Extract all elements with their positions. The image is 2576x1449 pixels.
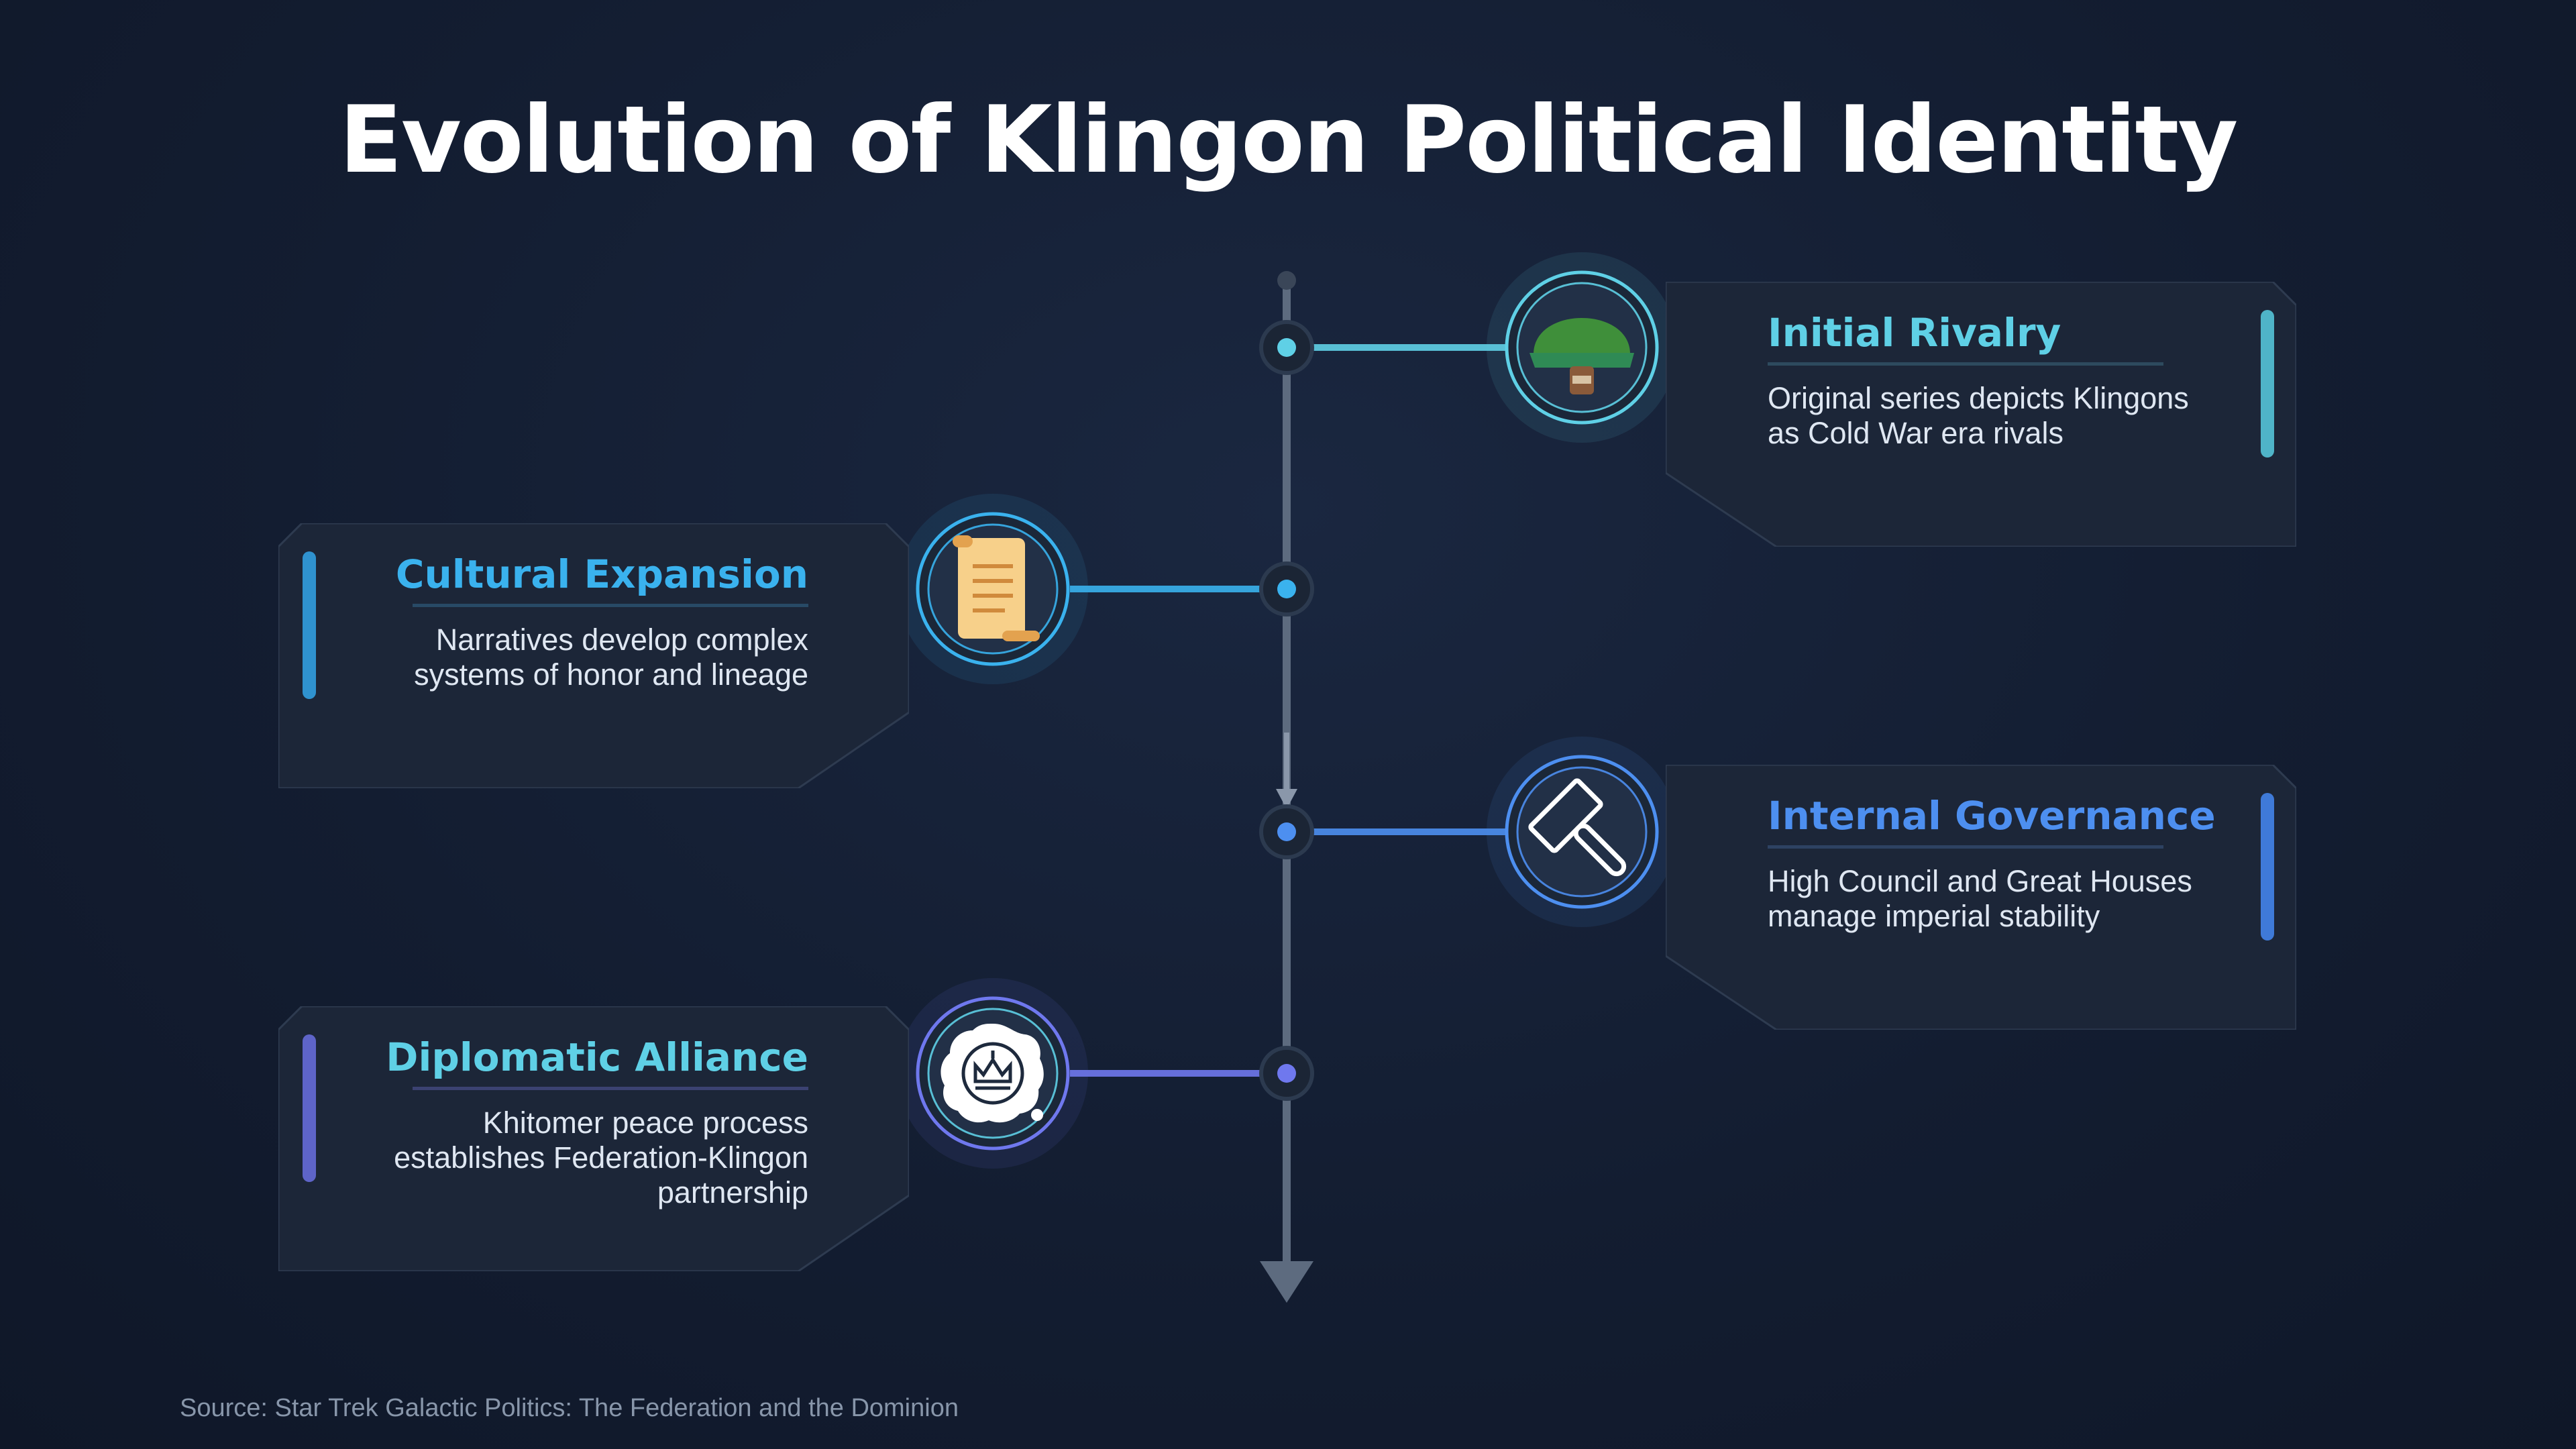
gavel-icon	[1487, 737, 1677, 927]
source-note: Source: Star Trek Galactic Politics: The…	[180, 1394, 959, 1422]
title-underline	[1768, 362, 2163, 366]
event-title: Internal Governance	[1768, 793, 2216, 839]
timeline-node-initial-rivalry	[1259, 320, 1314, 375]
card-background	[1666, 765, 2296, 1030]
timeline-step-arrowhead	[1276, 789, 1297, 809]
event-title: Diplomatic Alliance	[386, 1034, 808, 1080]
timeline-node-diplomatic-alliance	[1259, 1046, 1314, 1101]
event-title: Cultural Expansion	[395, 551, 808, 597]
event-description: Khitomer peace process establishes Feder…	[394, 1106, 808, 1210]
accent-bar	[303, 551, 316, 699]
title-underline	[1768, 845, 2163, 849]
timeline-axis-start	[1277, 271, 1296, 290]
event-card-cultural-expansion: Cultural Expansion Narratives develop co…	[278, 523, 909, 788]
card-background	[278, 523, 909, 788]
title-underline	[413, 604, 808, 607]
event-title: Initial Rivalry	[1768, 310, 2061, 356]
accent-bar	[2261, 310, 2274, 458]
timeline-axis-arrowhead	[1260, 1261, 1313, 1303]
timeline-node-internal-governance	[1259, 804, 1314, 859]
accent-bar	[2261, 793, 2274, 941]
scroll-icon	[898, 494, 1088, 684]
event-card-diplomatic-alliance: Diplomatic Alliance Khitomer peace proce…	[278, 1006, 909, 1271]
card-background	[1666, 282, 2296, 547]
event-card-initial-rivalry: Initial Rivalry Original series depicts …	[1666, 282, 2296, 547]
card-background	[278, 1006, 909, 1271]
event-description: Original series depicts Klingons as Cold…	[1768, 381, 2189, 450]
accent-bar	[303, 1034, 316, 1182]
helmet-icon	[1487, 252, 1677, 443]
event-description: Narratives develop complex systems of ho…	[414, 623, 808, 692]
title-underline	[413, 1087, 808, 1090]
timeline-node-cultural-expansion	[1259, 561, 1314, 616]
seal-icon	[898, 978, 1088, 1169]
event-card-internal-governance: Internal Governance High Council and Gre…	[1666, 765, 2296, 1030]
event-description: High Council and Great Houses manage imp…	[1768, 864, 2192, 933]
diagram-title: Evolution of Klingon Political Identity	[339, 86, 2239, 194]
